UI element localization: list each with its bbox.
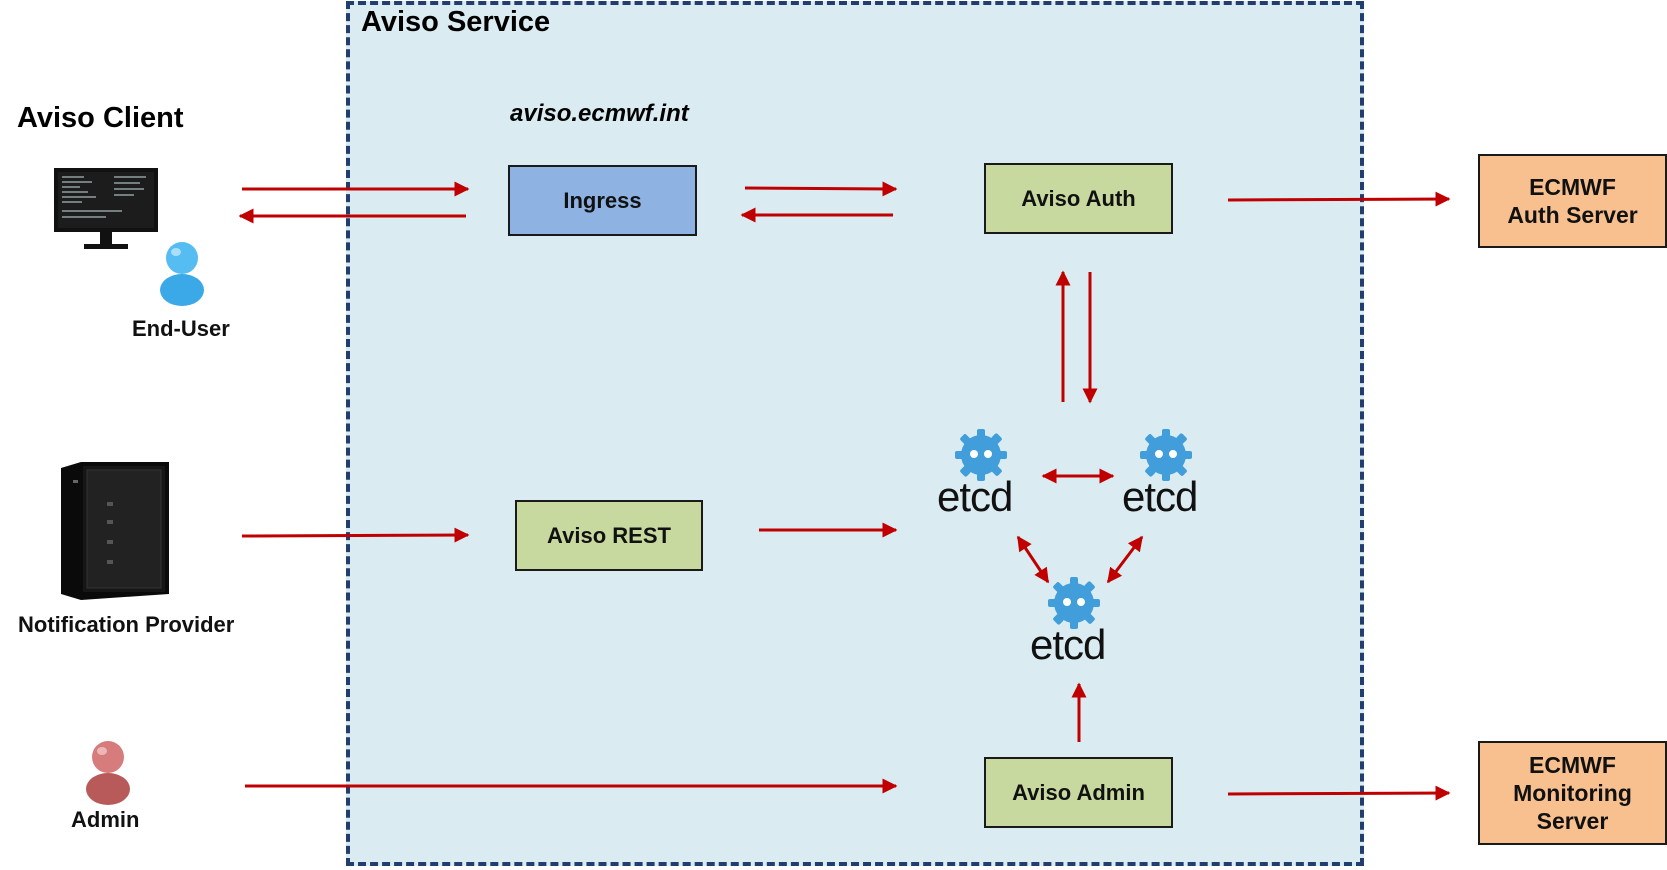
etcd-node-2: etcd [1122,427,1218,527]
aviso-auth-label: Aviso Auth [1021,185,1136,211]
aviso-admin-box: Aviso Admin [984,757,1173,828]
etcd-logo-icon [955,429,1007,481]
aviso-service-frame [346,1,1364,866]
client-title: Aviso Client [17,102,184,134]
ingress-box: Ingress [508,165,697,236]
etcd-node-1: etcd [937,427,1033,527]
arrow-etcd2-etcd3 [1106,535,1144,584]
admin-person-icon [86,741,130,805]
end-user-person-icon [160,242,204,306]
admin-label: Admin [71,807,140,832]
etcd-node-3: etcd [1030,575,1126,675]
end-user-label: End-User [132,316,230,341]
notification-provider-label: Notification Provider [18,612,235,637]
service-title: Aviso Service [361,6,551,38]
aviso-rest-box: Aviso REST [515,500,703,571]
arrow-auth-to-ecmwf-auth [1227,191,1451,207]
ecmwf-auth-server-box: ECMWF Auth Server [1478,154,1667,248]
ext-mon-line3: Server [1536,808,1609,834]
arrow-ingress-to-auth [744,181,898,197]
aviso-admin-label: Aviso Admin [1012,779,1145,805]
computer-monitor-icon [54,168,158,249]
aviso-auth-box: Aviso Auth [984,163,1173,234]
arrow-provider-to-rest [241,527,470,543]
etcd-label-2: etcd [1122,473,1198,520]
ext-mon-line1: ECMWF [1529,752,1616,778]
arrow-admin-to-ecmwf-monitoring [1227,785,1451,801]
ingress-label: Ingress [563,187,642,213]
etcd-label-1: etcd [937,473,1013,520]
ecmwf-monitoring-server-box: ECMWF Monitoring Server [1478,741,1667,845]
ext-auth-line1: ECMWF [1529,174,1616,200]
etcd-logo-icon [1140,429,1192,481]
server-rack-icon [61,462,169,600]
arrow-etcd1-etcd3 [1016,535,1050,584]
ext-mon-line2: Monitoring [1513,780,1632,806]
etcd-logo-icon [1048,577,1100,629]
service-domain-label: aviso.ecmwf.int [510,100,689,127]
etcd-label-3: etcd [1030,621,1106,668]
ext-auth-line2: Auth Server [1507,202,1638,228]
aviso-rest-label: Aviso REST [547,522,671,548]
